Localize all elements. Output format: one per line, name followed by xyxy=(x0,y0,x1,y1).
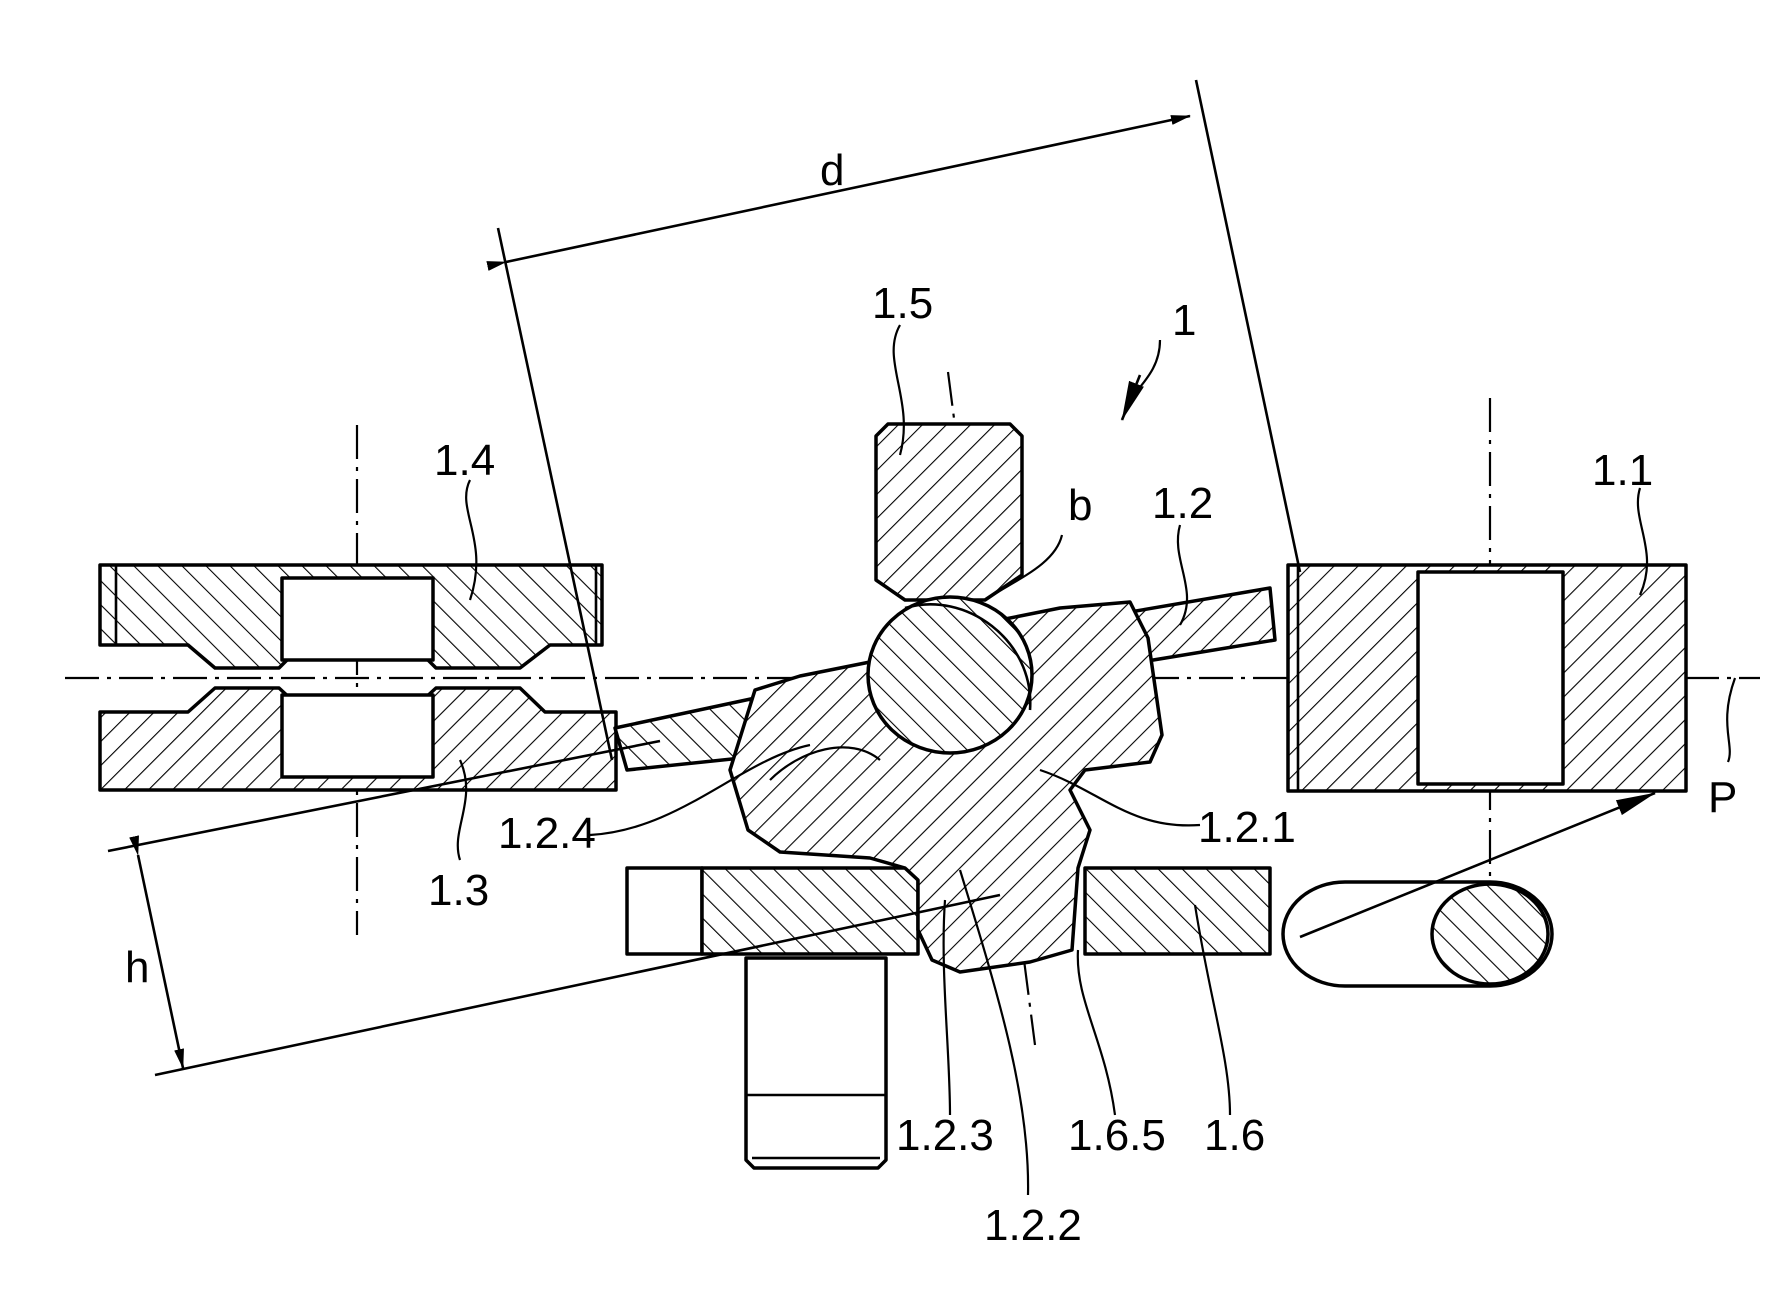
label-1-2: 1.2 xyxy=(1152,479,1213,528)
label-1-6-5: 1.6.5 xyxy=(1068,1111,1166,1160)
label-1-6: 1.6 xyxy=(1204,1111,1265,1160)
label-1-2-1: 1.2.1 xyxy=(1198,803,1296,852)
label-1-5: 1.5 xyxy=(872,279,933,328)
right-bearing-block xyxy=(1288,565,1686,791)
leader-p xyxy=(1727,678,1735,762)
upper-stem xyxy=(868,424,1032,753)
label-p: P xyxy=(1708,773,1737,822)
part-1-6-left-piece xyxy=(627,868,702,954)
label-b: b xyxy=(1068,481,1092,530)
label-1-1: 1.1 xyxy=(1592,446,1653,495)
lower-bolt xyxy=(746,958,886,1168)
part-1-5-ball xyxy=(868,597,1032,753)
label-1: 1 xyxy=(1172,296,1196,345)
left-bore-lower xyxy=(282,695,433,777)
label-1-4: 1.4 xyxy=(434,436,495,485)
part-1-6-plate-left xyxy=(702,868,918,954)
arrow-1 xyxy=(1122,375,1140,420)
leader-1-6-5 xyxy=(1078,950,1115,1115)
label-1-3: 1.3 xyxy=(428,866,489,915)
dimension-d-extension-left xyxy=(498,228,612,760)
cylinder-end-face xyxy=(1432,884,1548,984)
bolt-body xyxy=(746,958,886,1168)
label-h: h xyxy=(125,943,149,992)
cylinder-detail xyxy=(1283,882,1552,986)
dimension-d-line xyxy=(506,116,1190,262)
part-1-6-plate-right xyxy=(1085,868,1270,954)
left-bore-upper xyxy=(282,578,433,660)
label-1-2-4: 1.2.4 xyxy=(498,809,596,858)
label-1-2-3: 1.2.3 xyxy=(896,1111,994,1160)
label-1-2-2: 1.2.2 xyxy=(984,1201,1082,1250)
part-1-5-stem xyxy=(876,424,1022,600)
right-bore xyxy=(1418,572,1563,784)
label-d: d xyxy=(820,146,844,195)
